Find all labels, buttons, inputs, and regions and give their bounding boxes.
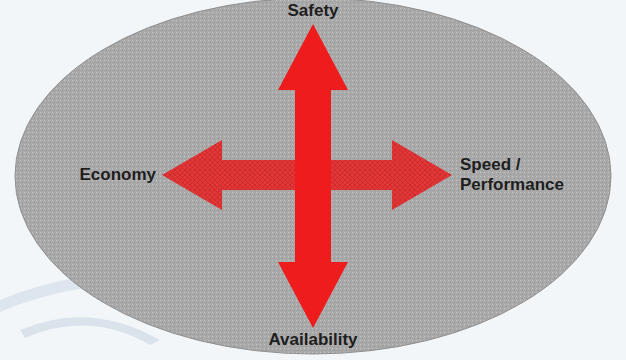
axis-label: Safety — [287, 1, 338, 21]
axis-label: Availability — [268, 330, 357, 350]
ellipse-ground — [15, 0, 611, 354]
vertical-double-arrow — [278, 24, 348, 328]
axis-label: Speed / Performance — [460, 155, 595, 195]
axis-label: Economy — [79, 165, 156, 185]
